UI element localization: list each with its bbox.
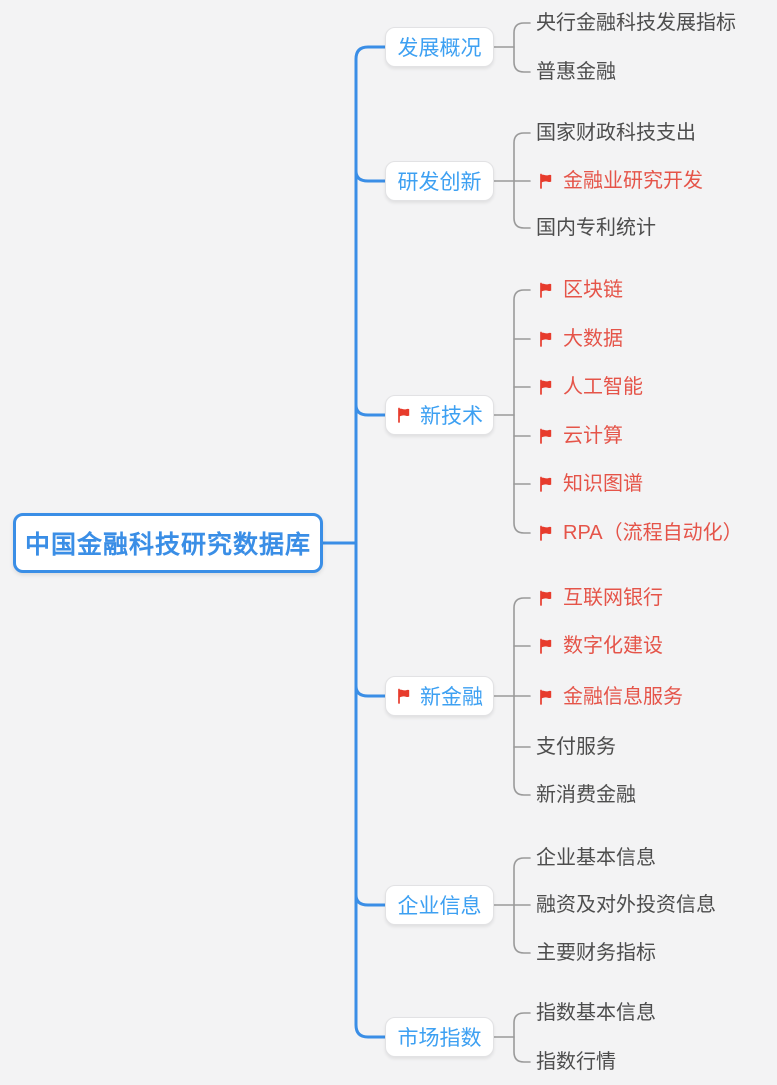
leaf-label: 互联网银行	[563, 587, 663, 609]
leaf-label: 普惠金融	[536, 61, 616, 83]
leaf-node[interactable]: 融资及对外投资信息	[536, 890, 716, 920]
branch-label: 企业信息	[397, 895, 482, 918]
branch-label: 研发创新	[397, 171, 482, 194]
leaf-node[interactable]: 金融信息服务	[538, 682, 683, 712]
leaf-node[interactable]: 数字化建设	[538, 631, 663, 661]
branch-node-rd-innovation[interactable]: 研发创新	[385, 161, 494, 201]
leaf-label: 知识图谱	[563, 473, 643, 495]
leaf-node[interactable]: 指数行情	[536, 1047, 616, 1077]
leaf-node[interactable]: 普惠金融	[536, 57, 616, 87]
leaf-label: 国家财政科技支出	[536, 122, 696, 144]
leaf-label: 支付服务	[536, 736, 616, 758]
leaf-node[interactable]: 互联网银行	[538, 583, 663, 613]
leaf-label: 数字化建设	[563, 635, 663, 657]
leaf-node[interactable]: 大数据	[538, 324, 623, 354]
flag-icon	[538, 331, 554, 347]
leaf-label: 区块链	[563, 279, 623, 301]
leaf-node[interactable]: 国家财政科技支出	[536, 118, 696, 148]
leaf-label: 大数据	[563, 328, 623, 350]
flag-icon	[538, 282, 554, 298]
flag-icon	[538, 638, 554, 654]
leaf-node[interactable]: RPA（流程自动化）	[538, 518, 743, 548]
leaf-connector-lines	[493, 22, 531, 1063]
flag-icon	[538, 689, 554, 705]
leaf-label: 金融信息服务	[563, 686, 683, 708]
leaf-node[interactable]: 主要财务指标	[536, 938, 656, 968]
leaf-label: 人工智能	[563, 376, 643, 398]
trunk-lines	[320, 45, 387, 1039]
flag-icon	[538, 525, 554, 541]
leaf-label: RPA（流程自动化）	[563, 522, 743, 544]
leaf-label: 指数基本信息	[536, 1002, 656, 1024]
branch-node-new-finance[interactable]: 新金融	[385, 676, 494, 716]
branch-label: 市场指数	[397, 1027, 482, 1050]
branch-label: 发展概况	[397, 37, 482, 60]
root-label: 中国金融科技研究数据库	[24, 532, 311, 559]
flag-icon	[538, 379, 554, 395]
flag-icon	[538, 173, 554, 189]
flag-icon	[538, 476, 554, 492]
branch-label: 新金融	[420, 686, 483, 709]
branch-node-market-index[interactable]: 市场指数	[385, 1017, 494, 1057]
leaf-label: 云计算	[563, 425, 623, 447]
root-node[interactable]: 中国金融科技研究数据库	[13, 513, 323, 573]
flag-icon	[396, 688, 412, 704]
leaf-node[interactable]: 指数基本信息	[536, 998, 656, 1028]
leaf-node[interactable]: 人工智能	[538, 372, 643, 402]
leaf-node[interactable]: 新消费金融	[536, 780, 636, 810]
leaf-node[interactable]: 国内专利统计	[536, 213, 656, 243]
leaf-label: 国内专利统计	[536, 217, 656, 239]
branch-label: 新技术	[420, 405, 483, 428]
leaf-label: 新消费金融	[536, 784, 636, 806]
leaf-label: 指数行情	[536, 1051, 616, 1073]
leaf-label: 央行金融科技发展指标	[536, 12, 736, 34]
leaf-node[interactable]: 区块链	[538, 275, 623, 305]
leaf-node[interactable]: 央行金融科技发展指标	[536, 8, 736, 38]
leaf-label: 融资及对外投资信息	[536, 894, 716, 916]
branch-node-development-overview[interactable]: 发展概况	[385, 27, 494, 67]
leaf-node[interactable]: 云计算	[538, 421, 623, 451]
leaf-label: 企业基本信息	[536, 847, 656, 869]
leaf-label: 主要财务指标	[536, 942, 656, 964]
flag-icon	[538, 428, 554, 444]
leaf-node[interactable]: 企业基本信息	[536, 843, 656, 873]
branch-node-new-technology[interactable]: 新技术	[385, 395, 494, 435]
leaf-label: 金融业研究开发	[563, 170, 703, 192]
leaf-node[interactable]: 知识图谱	[538, 469, 643, 499]
flag-icon	[396, 407, 412, 423]
leaf-node[interactable]: 支付服务	[536, 732, 616, 762]
leaf-node[interactable]: 金融业研究开发	[538, 166, 703, 196]
flag-icon	[538, 590, 554, 606]
branch-node-enterprise-info[interactable]: 企业信息	[385, 885, 494, 925]
